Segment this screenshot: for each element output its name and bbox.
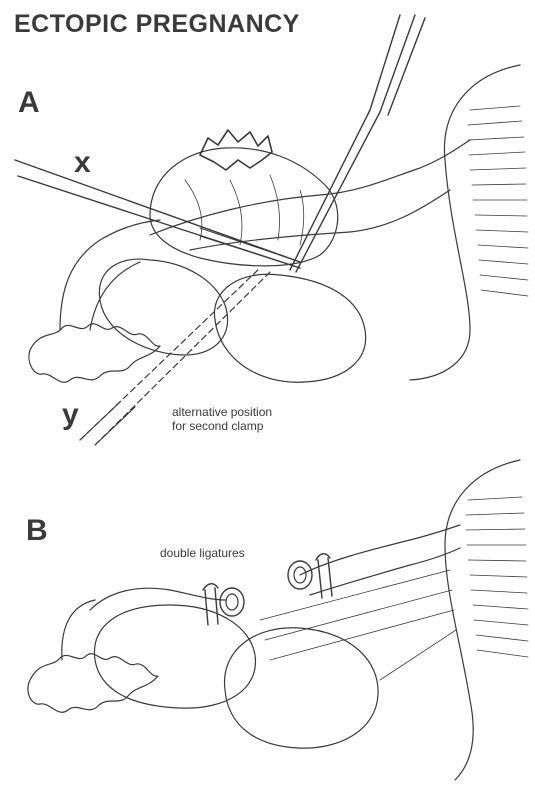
ligature-right <box>316 554 332 598</box>
clamp-x[interactable] <box>15 160 300 268</box>
panel-a-drawing <box>15 15 528 445</box>
panel-b-drawing <box>28 460 528 780</box>
ovary-b-right <box>225 628 379 748</box>
tube-stump-right-lower <box>310 548 460 595</box>
clamp-y-alternative[interactable] <box>80 268 270 445</box>
ligament-lines-b <box>260 570 456 680</box>
uterus-outline-b <box>445 460 520 780</box>
clamp-x-jaws <box>200 228 300 268</box>
tube-ampulla-a-lower <box>90 262 140 330</box>
cut-end-left <box>220 588 244 616</box>
ovary-a <box>99 259 227 355</box>
ligature-left <box>203 584 218 625</box>
clamp-top[interactable] <box>290 15 425 272</box>
uterus-outline-a <box>410 65 520 380</box>
tube-stump-right <box>300 525 460 575</box>
clamp-y-handle <box>80 402 135 445</box>
tube-ampulla-b <box>62 600 95 660</box>
fimbriae-a <box>29 324 160 383</box>
uterus-hatching-b <box>466 497 528 657</box>
tube-lower-a <box>190 190 450 250</box>
cut-end-left-inner <box>226 594 238 610</box>
mass-veins <box>185 175 304 245</box>
tube-upper-a <box>150 140 470 235</box>
fimbriae-b <box>28 654 158 713</box>
tube-ampulla-a <box>60 220 160 330</box>
ovary-b <box>214 274 365 382</box>
uterus-hatching-a <box>468 106 528 296</box>
